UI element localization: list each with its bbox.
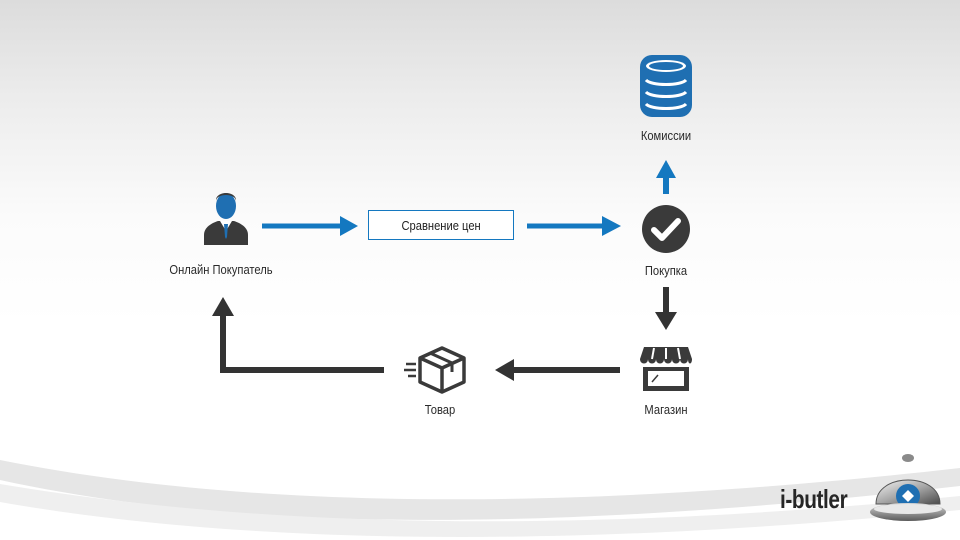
commission-label: Комиссии — [640, 128, 692, 143]
logo-wordmark: i-butler — [780, 484, 848, 514]
shop-label: Магазин — [644, 402, 688, 417]
price-comparison-label: Сравнение цен — [401, 217, 481, 233]
arrow-purchase-to-shop — [655, 287, 677, 330]
background-swoosh — [0, 460, 960, 537]
arrow-purchase-to-commission — [656, 160, 676, 194]
checkmark-circle-icon — [642, 205, 690, 253]
store-icon — [640, 347, 692, 391]
price-comparison-box: Сравнение цен — [368, 210, 514, 240]
database-icon — [640, 55, 692, 117]
arrow-shop-to-goods — [495, 359, 620, 381]
purchase-label: Покупка — [644, 263, 688, 278]
person-icon — [204, 193, 248, 245]
arrow-goods-to-buyer — [212, 297, 384, 373]
buyer-label: Онлайн Покупатель — [169, 262, 273, 277]
arrow-buyer-to-compare — [262, 216, 358, 236]
arrow-compare-to-purchase — [527, 216, 621, 236]
goods-label: Товар — [424, 402, 456, 417]
package-icon — [404, 346, 466, 394]
cloche-icon — [870, 454, 946, 521]
